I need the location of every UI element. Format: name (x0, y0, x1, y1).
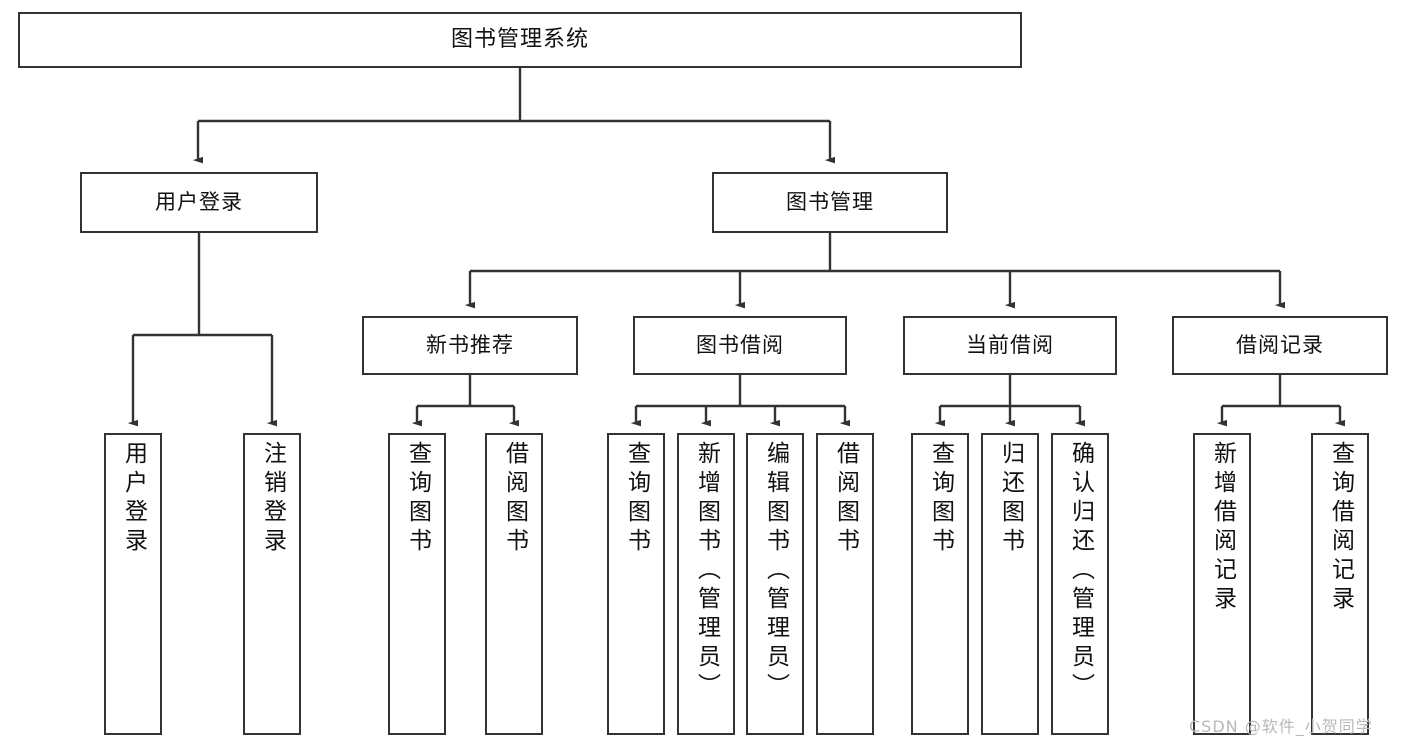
leaf-current-query-book[interactable]: 查询图书 (911, 433, 969, 735)
leaf-current-confirm-return-admin[interactable]: 确认归还（管理员） (1051, 433, 1109, 735)
leaf-borrow-borrow-book[interactable]: 借阅图书 (816, 433, 874, 735)
csdn-watermark: CSDN @软件_小贺同学 (1189, 717, 1373, 736)
node-label: 编辑图书（管理员） (762, 441, 789, 702)
leaf-user-login-login[interactable]: 用户登录 (104, 433, 162, 735)
node-label: 借阅图书 (501, 441, 528, 557)
leaf-current-return-book[interactable]: 归还图书 (981, 433, 1039, 735)
leaf-borrow-add-book-admin[interactable]: 新增图书（管理员） (677, 433, 735, 735)
leaf-recommend-borrow-book[interactable]: 借阅图书 (485, 433, 543, 735)
node-user-login[interactable]: 用户登录 (80, 172, 318, 233)
node-label: 查询图书 (623, 441, 650, 557)
node-label: 图书管理系统 (450, 27, 589, 53)
node-label: 查询图书 (404, 441, 431, 557)
node-label: 注销登录 (259, 441, 286, 557)
node-label: 归还图书 (997, 441, 1024, 557)
leaf-record-add-record[interactable]: 新增借阅记录 (1193, 433, 1251, 735)
node-label: 确认归还（管理员） (1067, 441, 1094, 702)
node-label: 新增图书（管理员） (693, 441, 720, 702)
node-label: 新书推荐 (426, 333, 514, 358)
node-book-borrow[interactable]: 图书借阅 (633, 316, 847, 375)
node-label: 查询图书 (927, 441, 954, 557)
node-label: 图书借阅 (696, 333, 784, 358)
node-root-system[interactable]: 图书管理系统 (18, 12, 1022, 68)
node-label: 新增借阅记录 (1209, 441, 1236, 615)
node-current-borrow[interactable]: 当前借阅 (903, 316, 1117, 375)
node-label: 借阅图书 (832, 441, 859, 557)
node-borrow-record[interactable]: 借阅记录 (1172, 316, 1388, 375)
leaf-user-login-logout[interactable]: 注销登录 (243, 433, 301, 735)
leaf-record-query-record[interactable]: 查询借阅记录 (1311, 433, 1369, 735)
node-label: 图书管理 (786, 190, 874, 215)
node-label: 用户登录 (155, 190, 243, 215)
leaf-borrow-query-book[interactable]: 查询图书 (607, 433, 665, 735)
node-label: 用户登录 (120, 441, 147, 557)
node-label: 借阅记录 (1236, 333, 1324, 358)
node-new-book-recommend[interactable]: 新书推荐 (362, 316, 578, 375)
node-label: 查询借阅记录 (1327, 441, 1354, 615)
leaf-recommend-query-book[interactable]: 查询图书 (388, 433, 446, 735)
node-label: 当前借阅 (966, 333, 1054, 358)
leaf-borrow-edit-book-admin[interactable]: 编辑图书（管理员） (746, 433, 804, 735)
node-book-management[interactable]: 图书管理 (712, 172, 948, 233)
